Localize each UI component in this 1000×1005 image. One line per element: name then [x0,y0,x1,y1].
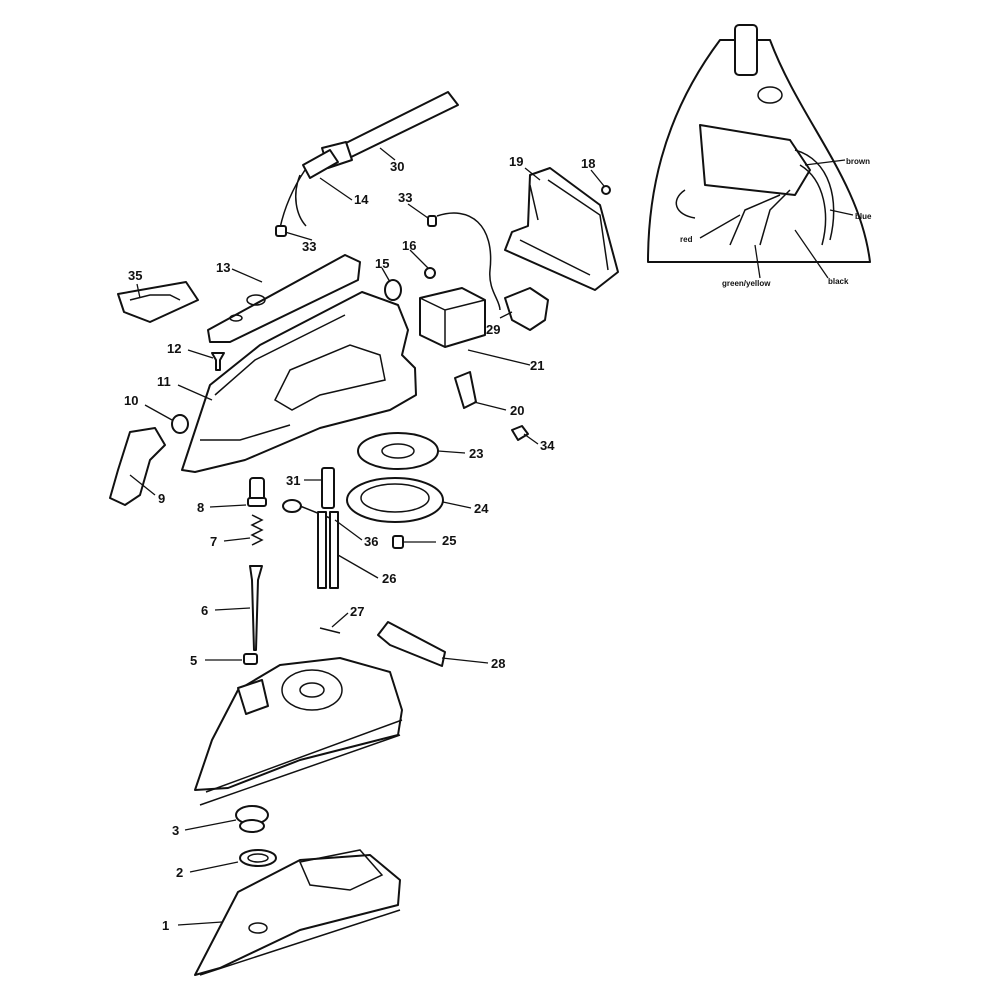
part-18-screw [601,185,611,195]
callout-15: 15 [375,256,389,271]
callout-7: 7 [210,534,217,549]
inset-leader-lines [699,159,854,279]
part-26-tube-pair [317,511,339,589]
callout-35: 35 [128,268,142,283]
part-15-bushing [384,279,402,301]
part-19-rear-cover [504,167,619,291]
part-6-pump-rod [249,565,263,651]
part-34-nut [511,425,529,441]
callout-5: 5 [190,653,197,668]
callout-18: 18 [581,156,595,171]
callout-30: 30 [390,159,404,174]
callout-29: 29 [486,322,500,337]
part-12-screw [211,352,225,371]
wire-label-blue: blue [855,212,872,221]
wire-label-red: red [680,235,693,244]
callout-23: 23 [469,446,483,461]
part-23-gasket [357,432,439,470]
part-1-soleplate [194,849,401,976]
callout-24: 24 [474,501,489,516]
part-10-ring [171,414,189,434]
part-20-pilot-lamp [454,371,477,409]
part-8-pump-cap [247,477,267,507]
wiring-inset [647,24,871,263]
part-2-seal-ring [239,849,277,867]
callout-13: 13 [216,260,230,275]
callout-25: 25 [442,533,456,548]
callout-36: 36 [364,534,378,549]
part-24-tank-cover [346,477,444,523]
callout-20: 20 [510,403,524,418]
callout-19: 19 [509,154,523,169]
callout-3: 3 [172,823,179,838]
callout-12: 12 [167,341,181,356]
callout-2: 2 [176,865,183,880]
part-25-valve [392,535,404,549]
callout-1: 1 [162,918,169,933]
callout-14: 14 [354,192,369,207]
callout-33-left: 33 [302,239,316,254]
part-30-power-cord [279,91,459,229]
part-14-cord-guard [294,149,339,227]
part-7-spring [250,514,264,546]
part-5-seal [243,653,258,665]
leader-lines [129,147,605,926]
part-33-terminal-left [275,225,287,237]
part-31-steam-rod [321,467,335,509]
callout-34: 34 [540,438,555,453]
callout-16: 16 [402,238,416,253]
part-21-switch-box [419,287,486,348]
part-13-top-cover [207,254,361,343]
part-35-control-knob [117,281,199,323]
callout-28: 28 [491,656,505,671]
part-29-bracket [504,287,549,331]
wire-label-black: black [828,277,849,286]
part-11-handle-housing [181,291,417,473]
callout-6: 6 [201,603,208,618]
callout-11: 11 [157,374,171,389]
wire-label-brown: brown [846,157,870,166]
callout-9: 9 [158,491,165,506]
part-3-valve [235,805,269,833]
wire-label-green-yellow: green/yellow [722,279,771,288]
callout-31: 31 [286,473,300,488]
callout-21: 21 [530,358,544,373]
reservoir-body [194,657,403,806]
callout-26: 26 [382,571,396,586]
part-28-steam-bracket [377,621,446,667]
callout-27: 27 [350,604,364,619]
part-33-terminal-right [427,212,501,311]
part-9-spray-button [109,427,166,506]
callout-10: 10 [124,393,138,408]
part-16-lamp [424,267,436,279]
part-27-pin [319,627,341,634]
callout-33-right: 33 [398,190,412,205]
callout-labels: 1 2 3 5 6 7 8 9 10 11 12 13 14 15 16 18 … [124,154,872,933]
callout-8: 8 [197,500,204,515]
